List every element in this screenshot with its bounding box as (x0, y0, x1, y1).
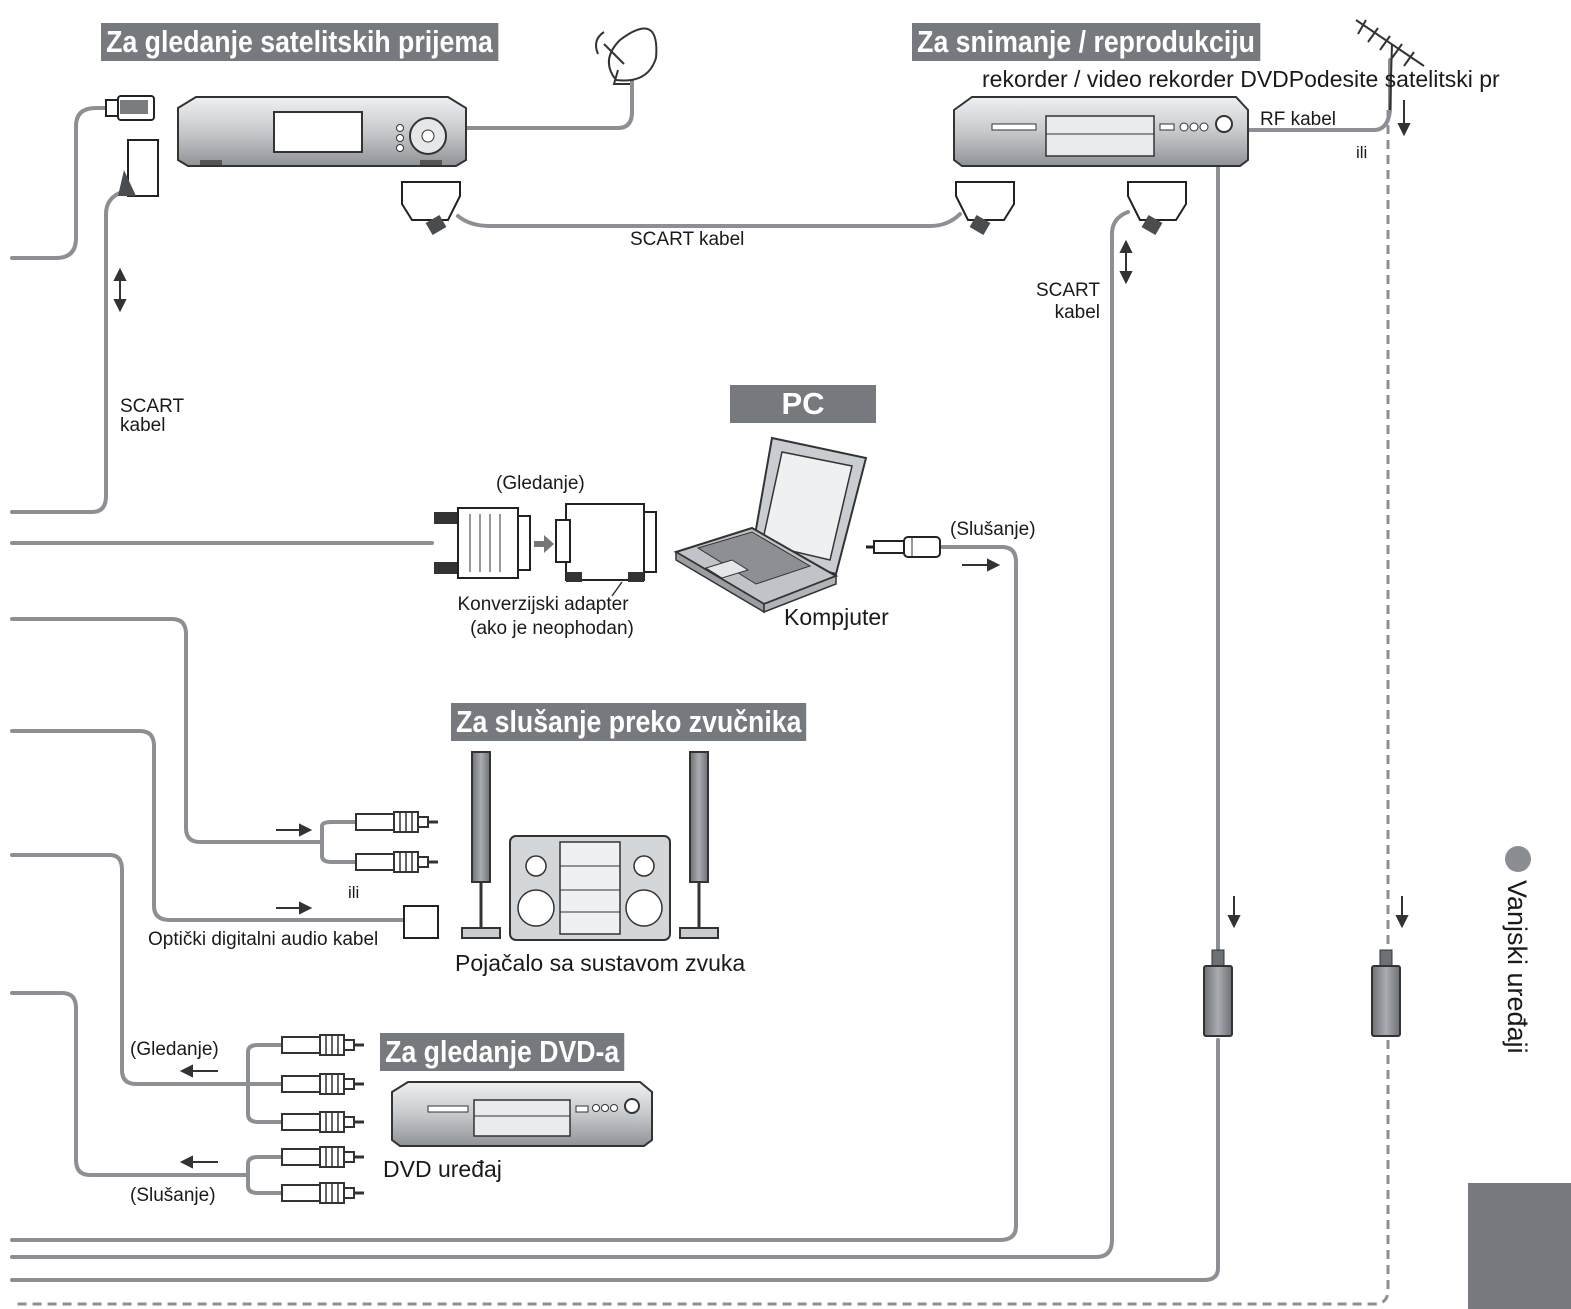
rca-plug-icon (264, 1072, 366, 1096)
conversion-adapter-icon (555, 503, 657, 597)
scart-plug-icon (401, 181, 461, 237)
optical-cable (10, 729, 406, 922)
label-slusanje-dvd: (Slušanje) (130, 1185, 216, 1206)
rca-plug-icon (264, 1110, 366, 1134)
rca-plug-icon (264, 1033, 366, 1057)
label-scart-center: SCART kabel (630, 229, 745, 250)
scart-plug-icon (118, 139, 159, 197)
rf-cable-bottom (10, 1038, 1220, 1282)
direction-arrow-icon (962, 558, 1001, 572)
dvd-audio-cable (10, 991, 250, 1177)
section-side-title-text: Vanjski uređaji (1502, 880, 1532, 1054)
speaker-icon (679, 751, 719, 939)
scart-plug-icon (1127, 181, 1187, 237)
dvd-video-cable (10, 853, 250, 1086)
dish-cable (464, 70, 634, 130)
section-bullet (1505, 846, 1531, 872)
label-scart-right-1: SCART (1035, 280, 1100, 301)
dvd-recorder-icon (953, 96, 1249, 167)
label-recorder: rekorder / video rekorder DVDPodesite sa… (982, 66, 1500, 92)
label-gledanje-pc: (Gledanje) (496, 473, 585, 494)
label-adapter-2: (ako je neophodan) (470, 618, 634, 639)
section-side-title: Vanjski uređaji (1480, 880, 1540, 1120)
rf-plug-icon (1203, 949, 1233, 1037)
dashed-antenna-cable (12, 110, 1390, 1306)
optical-plug-icon (403, 905, 439, 939)
laptop-icon (673, 436, 868, 614)
speaker-icon (461, 751, 501, 939)
label-scart-right-2: kabel (1054, 302, 1100, 323)
rca-plug-icon (338, 850, 440, 874)
rca-plug-icon (338, 810, 440, 834)
dvd-audio-split (246, 1155, 272, 1195)
heading-pc: PC (730, 385, 876, 423)
label-ili-rf: ili (1356, 143, 1368, 162)
page-tab (1468, 1183, 1571, 1309)
label-scart-left-1: SCART (120, 396, 185, 417)
heading-speakers: Za slušanje preko zvučnika (451, 703, 807, 741)
label-scart-left-2: kabel (120, 415, 166, 436)
rca-audio-cable (10, 617, 324, 844)
heading-dvd: Za gledanje DVD-a (380, 1033, 625, 1071)
heading-satellite: Za gledanje satelitskih prijema (101, 23, 499, 61)
rca-plug-icon (264, 1145, 366, 1169)
rf-plug-icon (1371, 949, 1401, 1037)
audio-jack-icon (866, 536, 941, 558)
direction-arrow-icon (534, 535, 554, 553)
antenna-icon (1355, 19, 1425, 111)
label-kompjuter: Kompjuter (784, 604, 889, 630)
direction-arrow-icon (113, 100, 1411, 929)
direction-arrow-icon (276, 823, 313, 915)
label-adapter-1: Konverzijski adapter (457, 594, 629, 615)
direction-arrow-icon (179, 1064, 218, 1169)
rca-split (320, 820, 346, 864)
heading-record: Za snimanje / reprodukciju (912, 23, 1261, 61)
label-rf-cable: RF kabel (1260, 109, 1337, 130)
dvd-player-icon (391, 1081, 653, 1147)
d-sub-plug-icon (434, 507, 531, 579)
hdmi-plug-icon (105, 95, 155, 121)
label-slusanje-pc: (Slušanje) (950, 519, 1036, 540)
label-amplifier: Pojačalo sa sustavom zvuka (455, 950, 746, 976)
satellite-dish-icon (595, 27, 658, 85)
label-gledanje-dvd: (Gledanje) (130, 1039, 219, 1060)
scart-cable-recorder (10, 210, 1130, 1259)
cables (10, 58, 1392, 1282)
audio-jack-cable (10, 545, 1018, 1242)
scart-cable-center (456, 212, 962, 228)
label-ili-audio: ili (348, 883, 360, 902)
rf-cable-top (1246, 58, 1392, 132)
rca-plug-icon (264, 1181, 366, 1205)
label-dvd-device: DVD uređaj (383, 1156, 502, 1182)
hdmi-cable (10, 106, 110, 260)
label-optical: Optički digitalni audio kabel (148, 929, 379, 950)
scart-plug-icon (955, 181, 1015, 237)
set-top-box-icon (177, 96, 467, 167)
stereo-system-icon (509, 835, 671, 941)
scart-cable-left (10, 190, 124, 514)
